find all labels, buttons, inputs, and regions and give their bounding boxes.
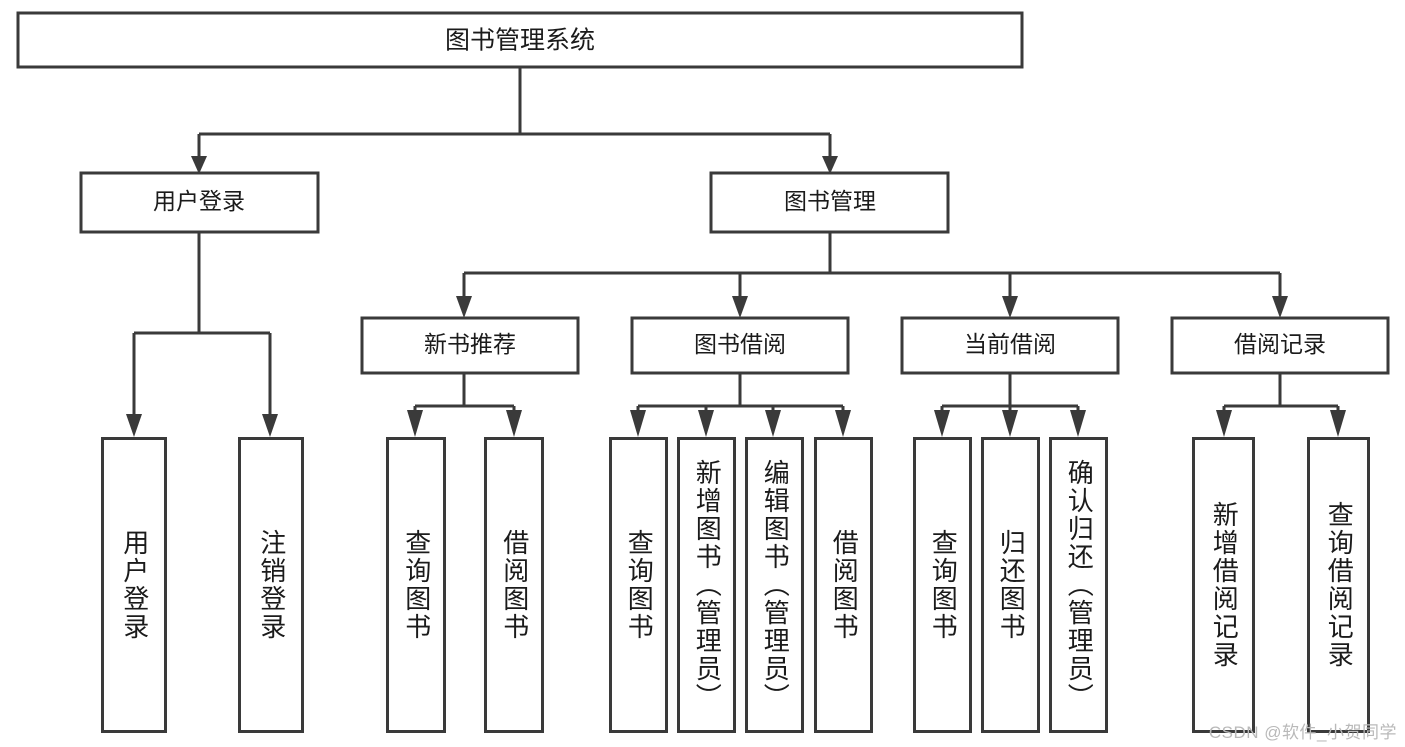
arrow-to-bb-leaf-1 <box>630 410 646 437</box>
node-new-book-recommend[interactable]: 新书推荐 <box>360 316 580 375</box>
leaf-br-add-record[interactable]: 新增借阅记录 <box>1192 437 1255 733</box>
leaf-bb-query-book-label: 查询图书 <box>624 529 655 641</box>
leaf-nb-borrow-book[interactable]: 借阅图书 <box>484 437 544 733</box>
arrow-to-bb-leaf-3 <box>765 410 781 437</box>
leaf-br-add-record-label: 新增借阅记录 <box>1209 501 1240 669</box>
arrow-to-book-borrow <box>732 296 748 318</box>
leaf-bb-query-book[interactable]: 查询图书 <box>609 437 668 733</box>
leaf-bb-borrow-book-label: 借阅图书 <box>829 529 860 641</box>
leaf-cb-confirm-return-admin[interactable]: 确认归还（管理员） <box>1049 437 1108 733</box>
arrow-to-cb-leaf-1 <box>934 410 950 437</box>
node-borrow-record[interactable]: 借阅记录 <box>1170 316 1390 375</box>
leaf-user-login[interactable]: 用户登录 <box>101 437 167 733</box>
node-root[interactable]: 图书管理系统 <box>16 11 1024 69</box>
leaf-logout[interactable]: 注销登录 <box>238 437 304 733</box>
arrow-to-leaf-logout <box>262 414 278 437</box>
leaf-cb-query-book-label: 查询图书 <box>928 529 959 641</box>
node-new-book-recommend-label: 新书推荐 <box>424 331 516 357</box>
arrow-to-book-mgmt <box>822 156 838 174</box>
leaf-user-login-label: 用户登录 <box>119 529 150 641</box>
node-book-management[interactable]: 图书管理 <box>709 171 950 234</box>
node-book-borrow-label: 图书借阅 <box>694 331 786 357</box>
leaf-cb-return-book[interactable]: 归还图书 <box>981 437 1040 733</box>
node-user-login-label: 用户登录 <box>153 188 245 214</box>
node-root-label: 图书管理系统 <box>445 27 595 55</box>
arrow-to-nb-leaf-1 <box>407 410 423 437</box>
leaf-bb-borrow-book[interactable]: 借阅图书 <box>814 437 873 733</box>
leaf-nb-query-book-label: 查询图书 <box>401 529 432 641</box>
arrow-to-borrow-record <box>1272 296 1288 318</box>
leaf-nb-borrow-book-label: 借阅图书 <box>499 529 530 641</box>
arrow-to-user-login <box>191 156 207 174</box>
leaf-cb-confirm-return-admin-label: 确认归还（管理员） <box>1064 459 1095 711</box>
leaf-logout-label: 注销登录 <box>256 529 287 641</box>
arrow-to-new-book <box>456 296 472 318</box>
arrow-to-cb-leaf-2 <box>1002 410 1018 437</box>
arrow-to-br-leaf-1 <box>1216 410 1232 437</box>
node-borrow-record-label: 借阅记录 <box>1234 331 1326 357</box>
node-current-borrow-label: 当前借阅 <box>964 331 1056 357</box>
arrow-to-nb-leaf-2 <box>506 410 522 437</box>
node-user-login[interactable]: 用户登录 <box>79 171 320 234</box>
node-book-management-label: 图书管理 <box>784 188 876 214</box>
leaf-bb-add-book-admin-label: 新增图书（管理员） <box>692 459 723 711</box>
arrow-to-bb-leaf-2 <box>698 410 714 437</box>
leaf-br-query-record-label: 查询借阅记录 <box>1324 501 1355 669</box>
arrow-to-leaf-user-login <box>126 414 142 437</box>
leaf-bb-edit-book-admin-label: 编辑图书（管理员） <box>760 459 791 711</box>
arrow-to-current-borrow <box>1002 296 1018 318</box>
arrow-to-br-leaf-2 <box>1330 410 1346 437</box>
leaf-bb-edit-book-admin[interactable]: 编辑图书（管理员） <box>745 437 804 733</box>
leaf-bb-add-book-admin[interactable]: 新增图书（管理员） <box>677 437 736 733</box>
node-current-borrow[interactable]: 当前借阅 <box>900 316 1120 375</box>
leaf-cb-return-book-label: 归还图书 <box>996 529 1027 641</box>
leaf-br-query-record[interactable]: 查询借阅记录 <box>1307 437 1370 733</box>
leaf-nb-query-book[interactable]: 查询图书 <box>386 437 446 733</box>
arrow-to-bb-leaf-4 <box>835 410 851 437</box>
arrow-to-cb-leaf-3 <box>1070 410 1086 437</box>
leaf-cb-query-book[interactable]: 查询图书 <box>913 437 972 733</box>
node-book-borrow[interactable]: 图书借阅 <box>630 316 850 375</box>
